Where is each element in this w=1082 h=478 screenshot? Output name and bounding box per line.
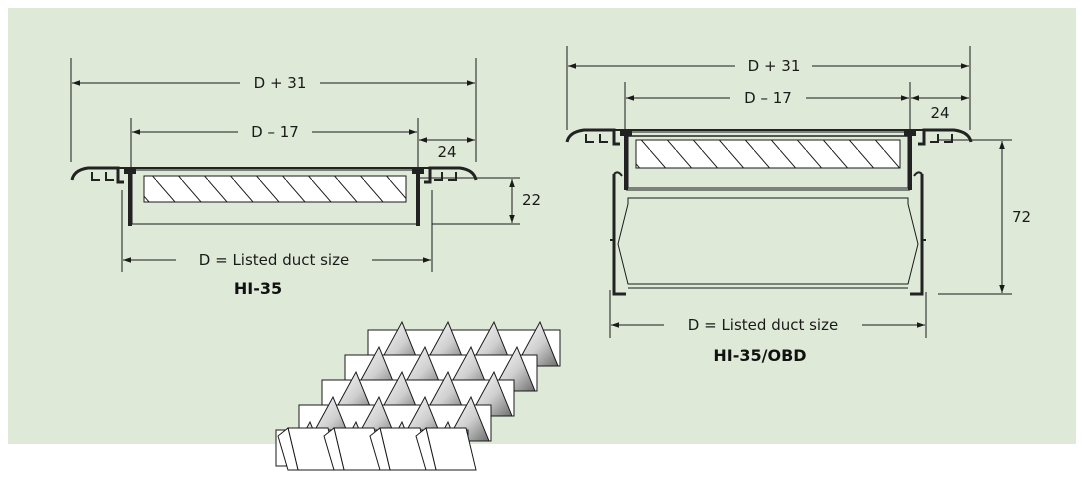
hi35-dim-inner: D – 17: [251, 123, 299, 141]
background-panel: [8, 8, 1076, 444]
blade-front-side: [323, 427, 345, 471]
blade-illustration: [275, 320, 561, 471]
hi35-dim-height: 22: [522, 191, 541, 209]
blade-front-side: [369, 427, 391, 471]
hi35-dim-total: D + 31: [254, 74, 307, 92]
hi35obd-caption: HI-35/OBD: [713, 346, 806, 365]
blade-front-side: [415, 427, 437, 471]
hi35-dim-side: 24: [437, 143, 456, 161]
hi35obd-dim-total: D + 31: [748, 57, 801, 75]
hi35-drawing: [70, 58, 520, 272]
hi35obd-drawing: [565, 46, 1012, 338]
hi35-dim-lines: [72, 80, 515, 263]
hi35-dim-duct: D = Listed duct size: [199, 251, 349, 269]
hi35obd-dim-lines: [568, 63, 1005, 328]
blade-front-side: [277, 427, 299, 471]
hi35-caption: HI-35: [234, 279, 282, 298]
hi35obd-dim-duct: D = Listed duct size: [688, 316, 838, 334]
hi35obd-dim-inner: D – 17: [744, 89, 792, 107]
hi35obd-dim-height: 72: [1012, 208, 1031, 226]
hi35obd-dim-side: 24: [930, 104, 949, 122]
